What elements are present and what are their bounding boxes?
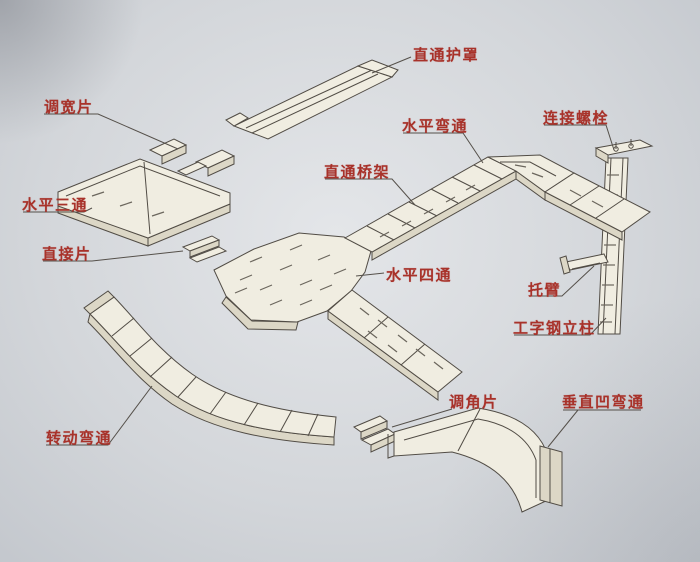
straight-cover-shape	[225, 59, 399, 140]
label-connecting-bolt: 连接螺栓	[543, 109, 610, 127]
connecting-bolt-shape	[594, 139, 654, 164]
label-vertical-concave-bend: 垂直凹弯通	[562, 393, 645, 411]
label-rotating-bend: 转动弯通	[46, 429, 113, 447]
label-horizontal-cross: 水平四通	[386, 266, 453, 284]
label-horizontal-bend: 水平弯通	[402, 117, 469, 135]
rotating-bend-shape	[83, 290, 337, 446]
direct-piece-shape	[181, 235, 228, 263]
label-i-beam-column: 工字钢立柱	[513, 319, 596, 337]
angle-adjust-pieces-shape	[352, 415, 396, 453]
straight-tray-shape	[343, 154, 651, 261]
horizontal-bend-shape	[487, 154, 651, 241]
leader-lines	[23, 56, 641, 448]
horizontal-cross-shape	[213, 232, 372, 331]
label-direct-piece: 直接片	[42, 245, 92, 263]
horizontal-tee-shape	[57, 158, 231, 247]
label-straight-tray: 直通桥架	[324, 163, 391, 181]
label-angle-adjust-piece: 调角片	[449, 393, 499, 411]
label-bracket-arm: 托臂	[528, 281, 562, 299]
i-beam-column-shape	[594, 139, 654, 335]
lower-branch-tray-shape	[327, 289, 463, 401]
vertical-concave-bend-shape	[387, 407, 563, 513]
bracket-arm-shape	[559, 253, 609, 275]
label-width-adjust-piece: 调宽片	[44, 98, 94, 116]
label-horizontal-tee: 水平三通	[22, 196, 89, 214]
width-adjust-pieces-shape	[148, 138, 236, 177]
label-straight-cover: 直通护罩	[413, 46, 480, 64]
